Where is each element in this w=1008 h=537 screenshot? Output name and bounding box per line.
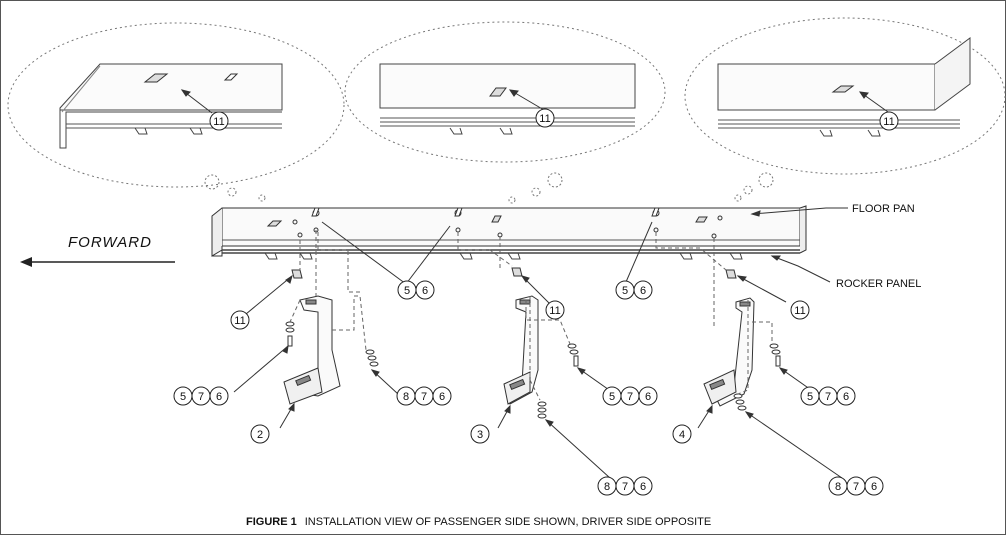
leaders (750, 207, 848, 283)
callout-number: 6 (640, 285, 646, 297)
callout-clip-center: 11 (545, 300, 565, 320)
callout-circle (790, 300, 810, 320)
callout-clip-right: 11 (790, 300, 810, 320)
figure-caption: FIGURE 1 INSTALLATION VIEW OF PASSENGER S… (246, 516, 711, 528)
callout-number: 5 (180, 391, 186, 403)
callout-number: 5 (404, 285, 410, 297)
callout-number: 2 (257, 429, 263, 441)
callout-number: 11 (539, 113, 550, 125)
callout-circle (209, 386, 229, 406)
callout-circle (633, 280, 653, 300)
floor-pan-label: FLOOR PAN (852, 203, 915, 215)
callout-number: 6 (843, 391, 849, 403)
bolts (311, 207, 660, 217)
detail-bubble-left (7, 22, 345, 202)
callout-number: 7 (421, 391, 427, 403)
callout-number: 5 (622, 285, 628, 297)
callout-number: 7 (825, 391, 831, 403)
callout-bracket-mid: 3 (470, 424, 490, 444)
callout-circle (470, 424, 490, 444)
callout-circle (415, 280, 435, 300)
callout-bracket-rear: 4 (672, 424, 692, 444)
callout-number: 5 (807, 391, 813, 403)
callout-number: 7 (622, 481, 628, 493)
bracket-front (283, 295, 341, 405)
callout-number: 6 (645, 391, 651, 403)
callout-detail-right: 11 (879, 111, 899, 131)
callout-circle (432, 386, 452, 406)
hardware-stacks (285, 321, 781, 419)
callout-circle (545, 300, 565, 320)
callout-circle (209, 111, 229, 131)
callout-circle (638, 386, 658, 406)
bracket-mid (503, 295, 539, 405)
clips (291, 267, 737, 279)
callout-detail-left: 11 (209, 111, 229, 131)
callout-number: 7 (853, 481, 859, 493)
callout-number: 5 (609, 391, 615, 403)
callout-number: 11 (794, 305, 805, 317)
callout-number: 4 (679, 429, 685, 441)
callout-circle (633, 476, 653, 496)
callout-number: 11 (549, 305, 560, 317)
callout-number: 8 (403, 391, 409, 403)
figure-caption-text: INSTALLATION VIEW OF PASSENGER SIDE SHOW… (305, 516, 711, 528)
callout-circle (535, 108, 555, 128)
callout-clip-left: 11 (230, 310, 250, 330)
callout-circle (864, 476, 884, 496)
callout-number: 8 (835, 481, 841, 493)
callout-number: 11 (213, 116, 224, 128)
rocker-rail (211, 205, 807, 260)
rocker-panel-label: ROCKER PANEL (836, 278, 921, 290)
figure-number: FIGURE 1 (246, 516, 297, 528)
callout-number: 7 (627, 391, 633, 403)
callout-number: 6 (640, 481, 646, 493)
callout-leaders (180, 89, 889, 479)
callout-number: 6 (871, 481, 877, 493)
callout-circle (879, 111, 899, 131)
callout-number: 6 (216, 391, 222, 403)
callout-number: 6 (439, 391, 445, 403)
callout-number: 7 (198, 391, 204, 403)
bracket-rear (703, 297, 755, 407)
callout-number: 8 (604, 481, 610, 493)
detail-bubble-right (684, 17, 1006, 202)
callout-detail-center: 11 (535, 108, 555, 128)
detail-bubble-center (344, 21, 666, 204)
assembly-lines (289, 230, 773, 401)
callout-number: 6 (422, 285, 428, 297)
callout-number: 11 (883, 116, 894, 128)
callout-circle (836, 386, 856, 406)
forward-arrow-icon (20, 257, 175, 267)
forward-label: FORWARD (68, 234, 152, 251)
callout-number: 3 (477, 429, 483, 441)
callout-bracket-front: 2 (250, 424, 270, 444)
callout-circle (672, 424, 692, 444)
callout-circle (250, 424, 270, 444)
callout-number: 11 (234, 315, 245, 327)
callout-circle (230, 310, 250, 330)
